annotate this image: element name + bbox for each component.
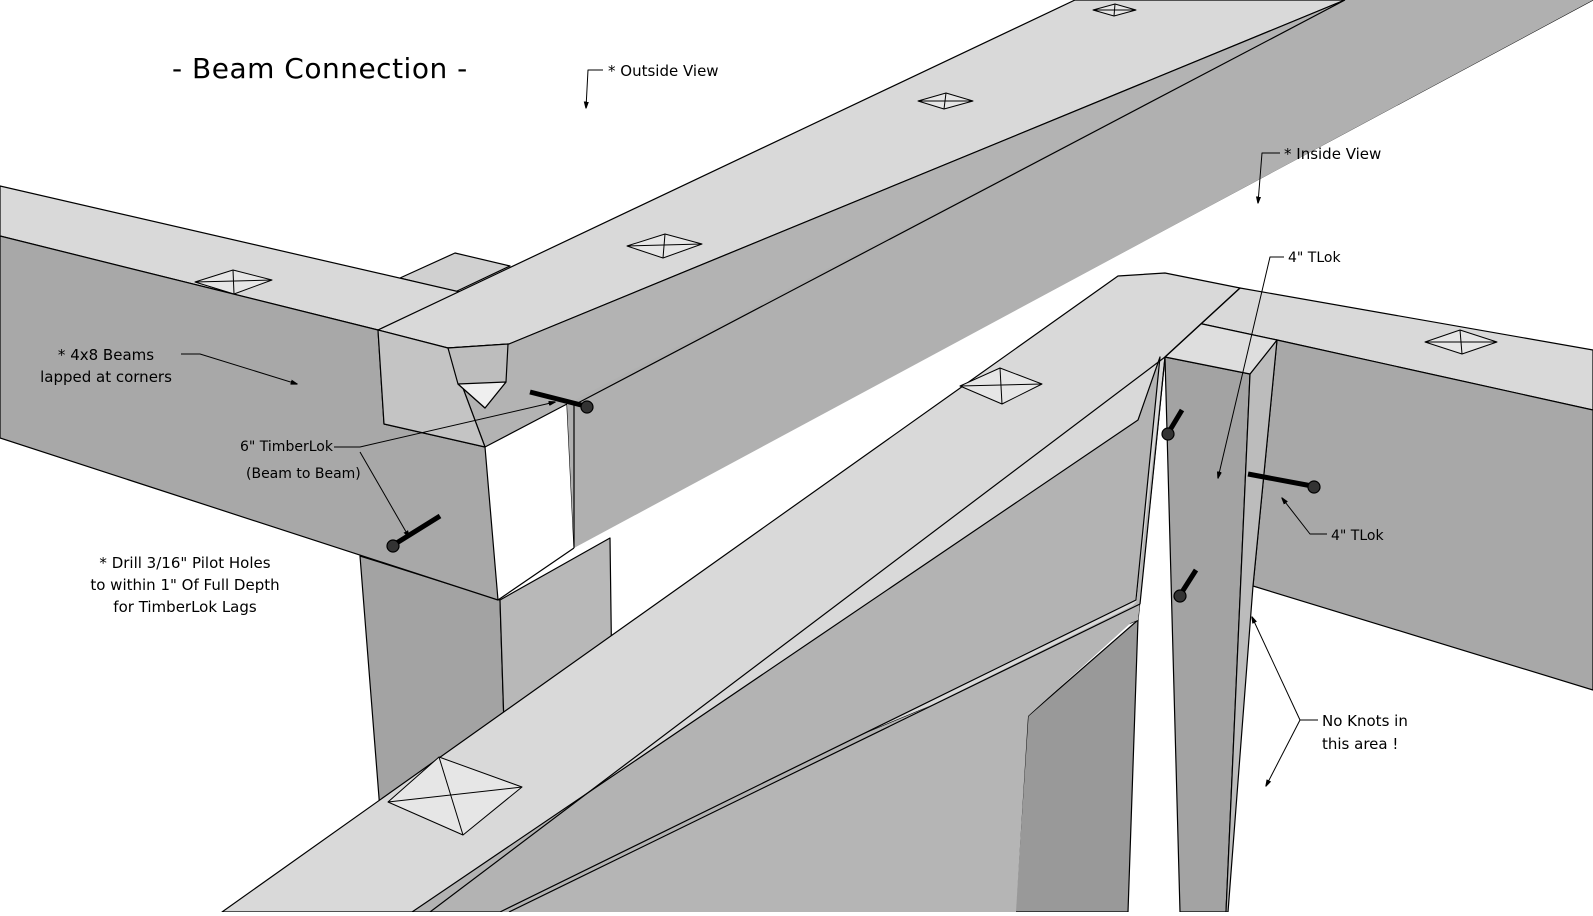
diagonal-beam-bottom-edge <box>497 547 575 601</box>
timberlok-screw-upper <box>529 389 594 414</box>
beams-label-line2: lapped at corners <box>40 368 172 386</box>
diagonal-beam-far-side <box>567 0 1593 548</box>
inside-view-label: * Inside View <box>1284 145 1382 163</box>
chamfer-notch-lower <box>457 381 507 409</box>
beams-leader <box>181 353 297 384</box>
front-beam-bottom-edge <box>508 603 1141 913</box>
timberlok-6-label: 6" TimberLok <box>240 439 333 455</box>
outside-view-label: * Outside View <box>608 62 719 80</box>
beams-label-line1: * 4x8 Beams <box>57 346 155 364</box>
timberlok-screw-lower <box>386 513 442 553</box>
front-beam-top-end <box>1164 287 1241 358</box>
front-beam-arris <box>429 356 1166 913</box>
inside-view-assembly <box>221 272 1593 913</box>
knots-label-line1: No Knots in <box>1322 712 1408 730</box>
front-beam-inner-side <box>512 357 1165 912</box>
tlok-screw-post-upper <box>1161 408 1185 441</box>
timberlok-leader-upper <box>334 402 555 448</box>
tlok-side-label: 4" TLok <box>1331 528 1384 544</box>
diagonal-beam-edge <box>573 0 1346 406</box>
tlok-top-leader <box>1218 256 1284 478</box>
tlok-side-leader <box>1282 498 1327 535</box>
knots-leader-down <box>1266 719 1301 786</box>
inside-hole-marks <box>387 329 1498 836</box>
drill-label-line1: * Drill 3/16" Pilot Holes <box>99 554 271 572</box>
inside-post-front <box>1164 356 1251 913</box>
knots-leader-up <box>1252 617 1318 721</box>
knots-label-line2: this area ! <box>1322 735 1399 753</box>
outside-view-leader <box>586 69 603 108</box>
timberlok-leader-lower <box>359 451 409 537</box>
tlok-top-label: 4" TLok <box>1288 250 1341 266</box>
inside-view-leader <box>1258 152 1280 203</box>
beam-to-beam-label: (Beam to Beam) <box>246 466 361 482</box>
outside-hole-marks <box>194 3 1137 295</box>
front-beam-end-edge <box>1139 356 1166 605</box>
lapped-end-face <box>377 329 486 448</box>
tlok-screw-post-lower <box>1173 568 1199 603</box>
drill-label-line3: for TimberLok Lags <box>113 598 257 616</box>
drill-label-line2: to within 1" Of Full Depth <box>90 576 280 594</box>
leader-lines <box>181 69 1327 786</box>
diagram-title: - Beam Connection - <box>172 52 468 85</box>
tlok-screw-beam <box>1247 471 1321 494</box>
